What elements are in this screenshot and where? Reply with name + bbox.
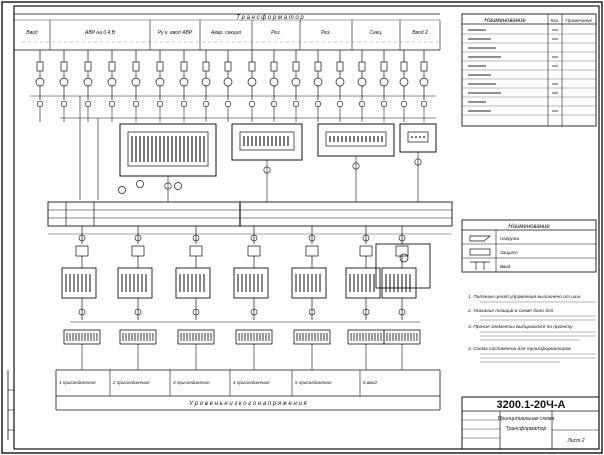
note-3: 3. Прочие элементы выбираются по проекту <box>468 324 573 330</box>
bottom-column-label: 4 присоединение <box>233 380 270 385</box>
legend-mid-row-3: Ввод <box>500 264 511 269</box>
bottom-header-text: У р о в е н ь н и з к о г о н а п р я ж … <box>188 401 307 407</box>
drawing-number: 3200.1-20Ч-А <box>497 399 566 411</box>
legend-top-col2: Кол. <box>551 18 560 23</box>
bottom-header-band: У р о в е н ь н и з к о г о н а п р я ж … <box>55 369 441 411</box>
note-1: 1. Питание цепей управления выполнено от… <box>468 293 581 300</box>
note-4: 4. Схема составлена для трансформаторов <box>468 346 571 352</box>
top-header-band: Т р а н с ф о р м а т о р Ввод АВР на 0.4… <box>13 13 441 51</box>
legend-mid: Наименование Нагрузка Защита Ввод <box>461 219 597 273</box>
main-busbars <box>47 201 453 227</box>
top-column-label: АВР на 0.4 В <box>84 30 116 36</box>
top-column-label: Авар. секция <box>210 30 241 36</box>
bottom-column-label: 5 присоединение <box>295 380 332 385</box>
top-header-text: Т р а н с ф о р м а т о р <box>236 15 304 21</box>
title-line-3: Лист 2 <box>566 438 584 444</box>
legend-mid-row-2: Защита <box>500 250 518 255</box>
top-column-label: Ввод <box>26 30 38 36</box>
title-line-2: Трансформатор <box>506 426 547 432</box>
legend-top: Наименование Кол. Примечание <box>461 13 597 127</box>
legend-mid-title: Наименование <box>508 224 550 230</box>
legend-top-col3: Примечание <box>566 18 592 23</box>
top-column-label: Ввод 2 <box>412 30 428 36</box>
bottom-column-label: 3 присоединение <box>173 380 210 385</box>
note-2: 2. Указание позиций в схеме дано для <box>467 307 554 314</box>
top-column-label: Ру к. ввод АВР <box>158 30 193 36</box>
binding-strip <box>7 370 14 440</box>
bottom-column-label: 2 присоединение <box>112 380 150 385</box>
lower-feeders <box>48 226 452 370</box>
notes-block: 1. Питание цепей управления выполнено от… <box>467 293 596 363</box>
top-column-label: Рез. <box>271 30 281 36</box>
legend-top-title: Наименование <box>484 18 526 24</box>
bottom-column-label: 6 ввод <box>363 380 377 385</box>
upper-feeders <box>30 50 436 200</box>
title-line-1: Принципиальная схема <box>498 416 555 422</box>
inner-frame <box>13 5 600 450</box>
title-block: 3200.1-20Ч-А Принципиальная схема Трансф… <box>461 396 600 450</box>
legend-mid-row-1: Нагрузка <box>500 236 520 241</box>
bottom-column-label: 1 присоединение <box>59 380 96 385</box>
upper-cabinets <box>118 123 437 202</box>
top-column-label: Секц. <box>369 30 382 36</box>
top-column-label: Рез. <box>321 30 331 36</box>
